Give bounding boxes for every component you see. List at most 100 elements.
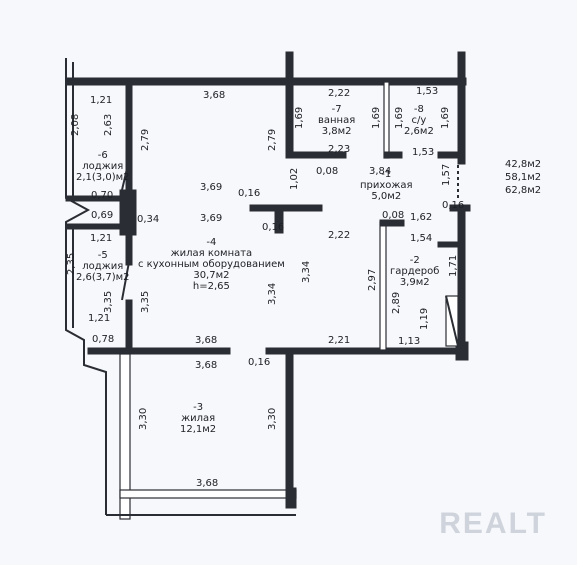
wc-bottom-right [437,151,461,159]
living-left-wall-upper [125,83,133,190]
dim-label: 3,35 [103,290,114,313]
loggia5-door-leaf [121,261,130,301]
living-left-wall-lower [125,299,133,351]
dim-label: 3,34 [301,260,312,283]
dim-label: 2,22 [328,230,351,241]
living-bottom-wall-left [87,347,231,355]
dim-label: 2,23 [328,144,351,155]
right-wall-upper [457,81,466,165]
dim-label: 2,79 [267,128,278,151]
room-5-label: -5 лоджия 2,6(3,7)м2 [76,250,130,283]
room-number: -4 [206,237,217,248]
dim-label: 1,21 [90,233,113,244]
dim-label: 0,16 [248,357,271,368]
room-name: гардероб [390,266,440,277]
wardrobe-top-right [437,241,461,248]
top-right-wall-stub [457,51,466,83]
room-number: -3 [193,402,204,413]
dim-label: 1,57 [441,163,452,186]
dim-label: 1,71 [448,254,459,277]
dim-label: 1,13 [398,336,421,347]
loggia-6-bottom [65,195,129,202]
room-number: -2 [409,255,420,266]
bath-left-wall [285,81,294,158]
loggia6-door-leaf [121,159,130,191]
top-mid-wall-stub [285,51,294,83]
room-area: 5,0м2 [371,191,402,202]
room-6-label: -6 лоджия 2,1(3,0)м2 [76,150,130,183]
dim-label: 1,69 [371,106,382,129]
dim-label: 2,89 [391,291,402,314]
dim-label: 1,62 [410,212,433,223]
room-1-label: -1 прихожая 5,0м2 [360,169,413,202]
central-partition [249,204,323,212]
dim-label: 2,97 [367,268,378,291]
room-4-label: -4 жилая комната с кухонным оборудование… [138,237,285,292]
room-name: прихожая [360,180,413,191]
dim-label: 0,78 [92,334,115,345]
room-area: 2,6(3,7)м2 [76,272,130,283]
entry-wall-stub [449,204,471,212]
area-totals: 42,8м2 58,1м2 62,8м2 [505,158,541,197]
dim-label: 3,69 [200,213,223,224]
room-name: с/у [411,115,427,126]
room-name: лоджия [82,261,124,272]
total-area-3: 62,8м2 [505,185,542,196]
dim-label: 3,68 [195,360,218,371]
dim-label: 1,02 [289,167,300,190]
dim-label: 2,08 [70,113,81,136]
room-2-label: -2 гардероб 3,9м2 [390,255,439,288]
dim-label: 3,30 [138,407,149,430]
wardrobe-top-wall [379,219,405,227]
dim-label: 0,16 [238,188,261,199]
room3-corner [285,487,297,509]
room3-window-wall [119,489,297,499]
dim-label: 2,22 [328,88,351,99]
dim-label: 0,16 [442,200,465,211]
dim-label: 1,19 [419,307,430,330]
dim-label: 0,08 [316,166,339,177]
room-area: 2,1(3,0)м2 [76,172,130,183]
room-3-label: -3 жилая 12,1м2 [180,402,216,435]
room-name: ванная [318,115,356,126]
wardrobe-hatch-line [445,295,459,347]
loggia-outer-line [65,58,107,515]
room-area: 2,6м2 [404,126,434,137]
room-height: h=2,65 [192,281,230,292]
room-7-label: -7 ванная 3,8м2 [318,104,355,137]
dim-label: 3,30 [267,407,278,430]
room-number: -5 [97,250,108,261]
room-number: -1 [381,169,392,180]
room-number: -8 [413,104,424,115]
dim-label: 3,68 [196,478,219,489]
dim-label: 1,69 [440,106,451,129]
living-bottom-wall-right [265,347,467,355]
room-area: 12,1м2 [180,424,217,435]
room-8-label: -8 с/у 2,6м2 [404,104,434,137]
total-area-2: 58,1м2 [505,172,542,183]
dim-label: 3,35 [140,290,151,313]
room-name: жилая [181,413,216,424]
room-area: 3,8м2 [321,126,352,137]
dim-label: 1,53 [416,86,439,97]
dim-label: 1,69 [294,106,305,129]
bath-bottom-wall [285,151,347,159]
dim-label: 0,08 [382,210,405,221]
total-area-1: 42,8м2 [505,159,542,170]
room-name: жилая комната [170,248,253,259]
dim-label: 0,34 [137,214,160,225]
dim-label: 0,70 [91,190,114,201]
dim-label: 3,84 [369,166,392,177]
dim-label: 1,54 [410,233,433,244]
room-number: -7 [331,104,342,115]
dim-label: 3,68 [195,335,218,346]
room-name: лоджия [82,161,124,172]
dim-label: 2,63 [103,113,114,136]
dim-label: 2,21 [328,335,351,346]
dim-label: 0,16 [262,222,285,233]
watermark-logo: REALT [439,507,547,540]
room-area: 3,9м2 [399,277,430,288]
dim-label: 1,21 [90,95,113,106]
